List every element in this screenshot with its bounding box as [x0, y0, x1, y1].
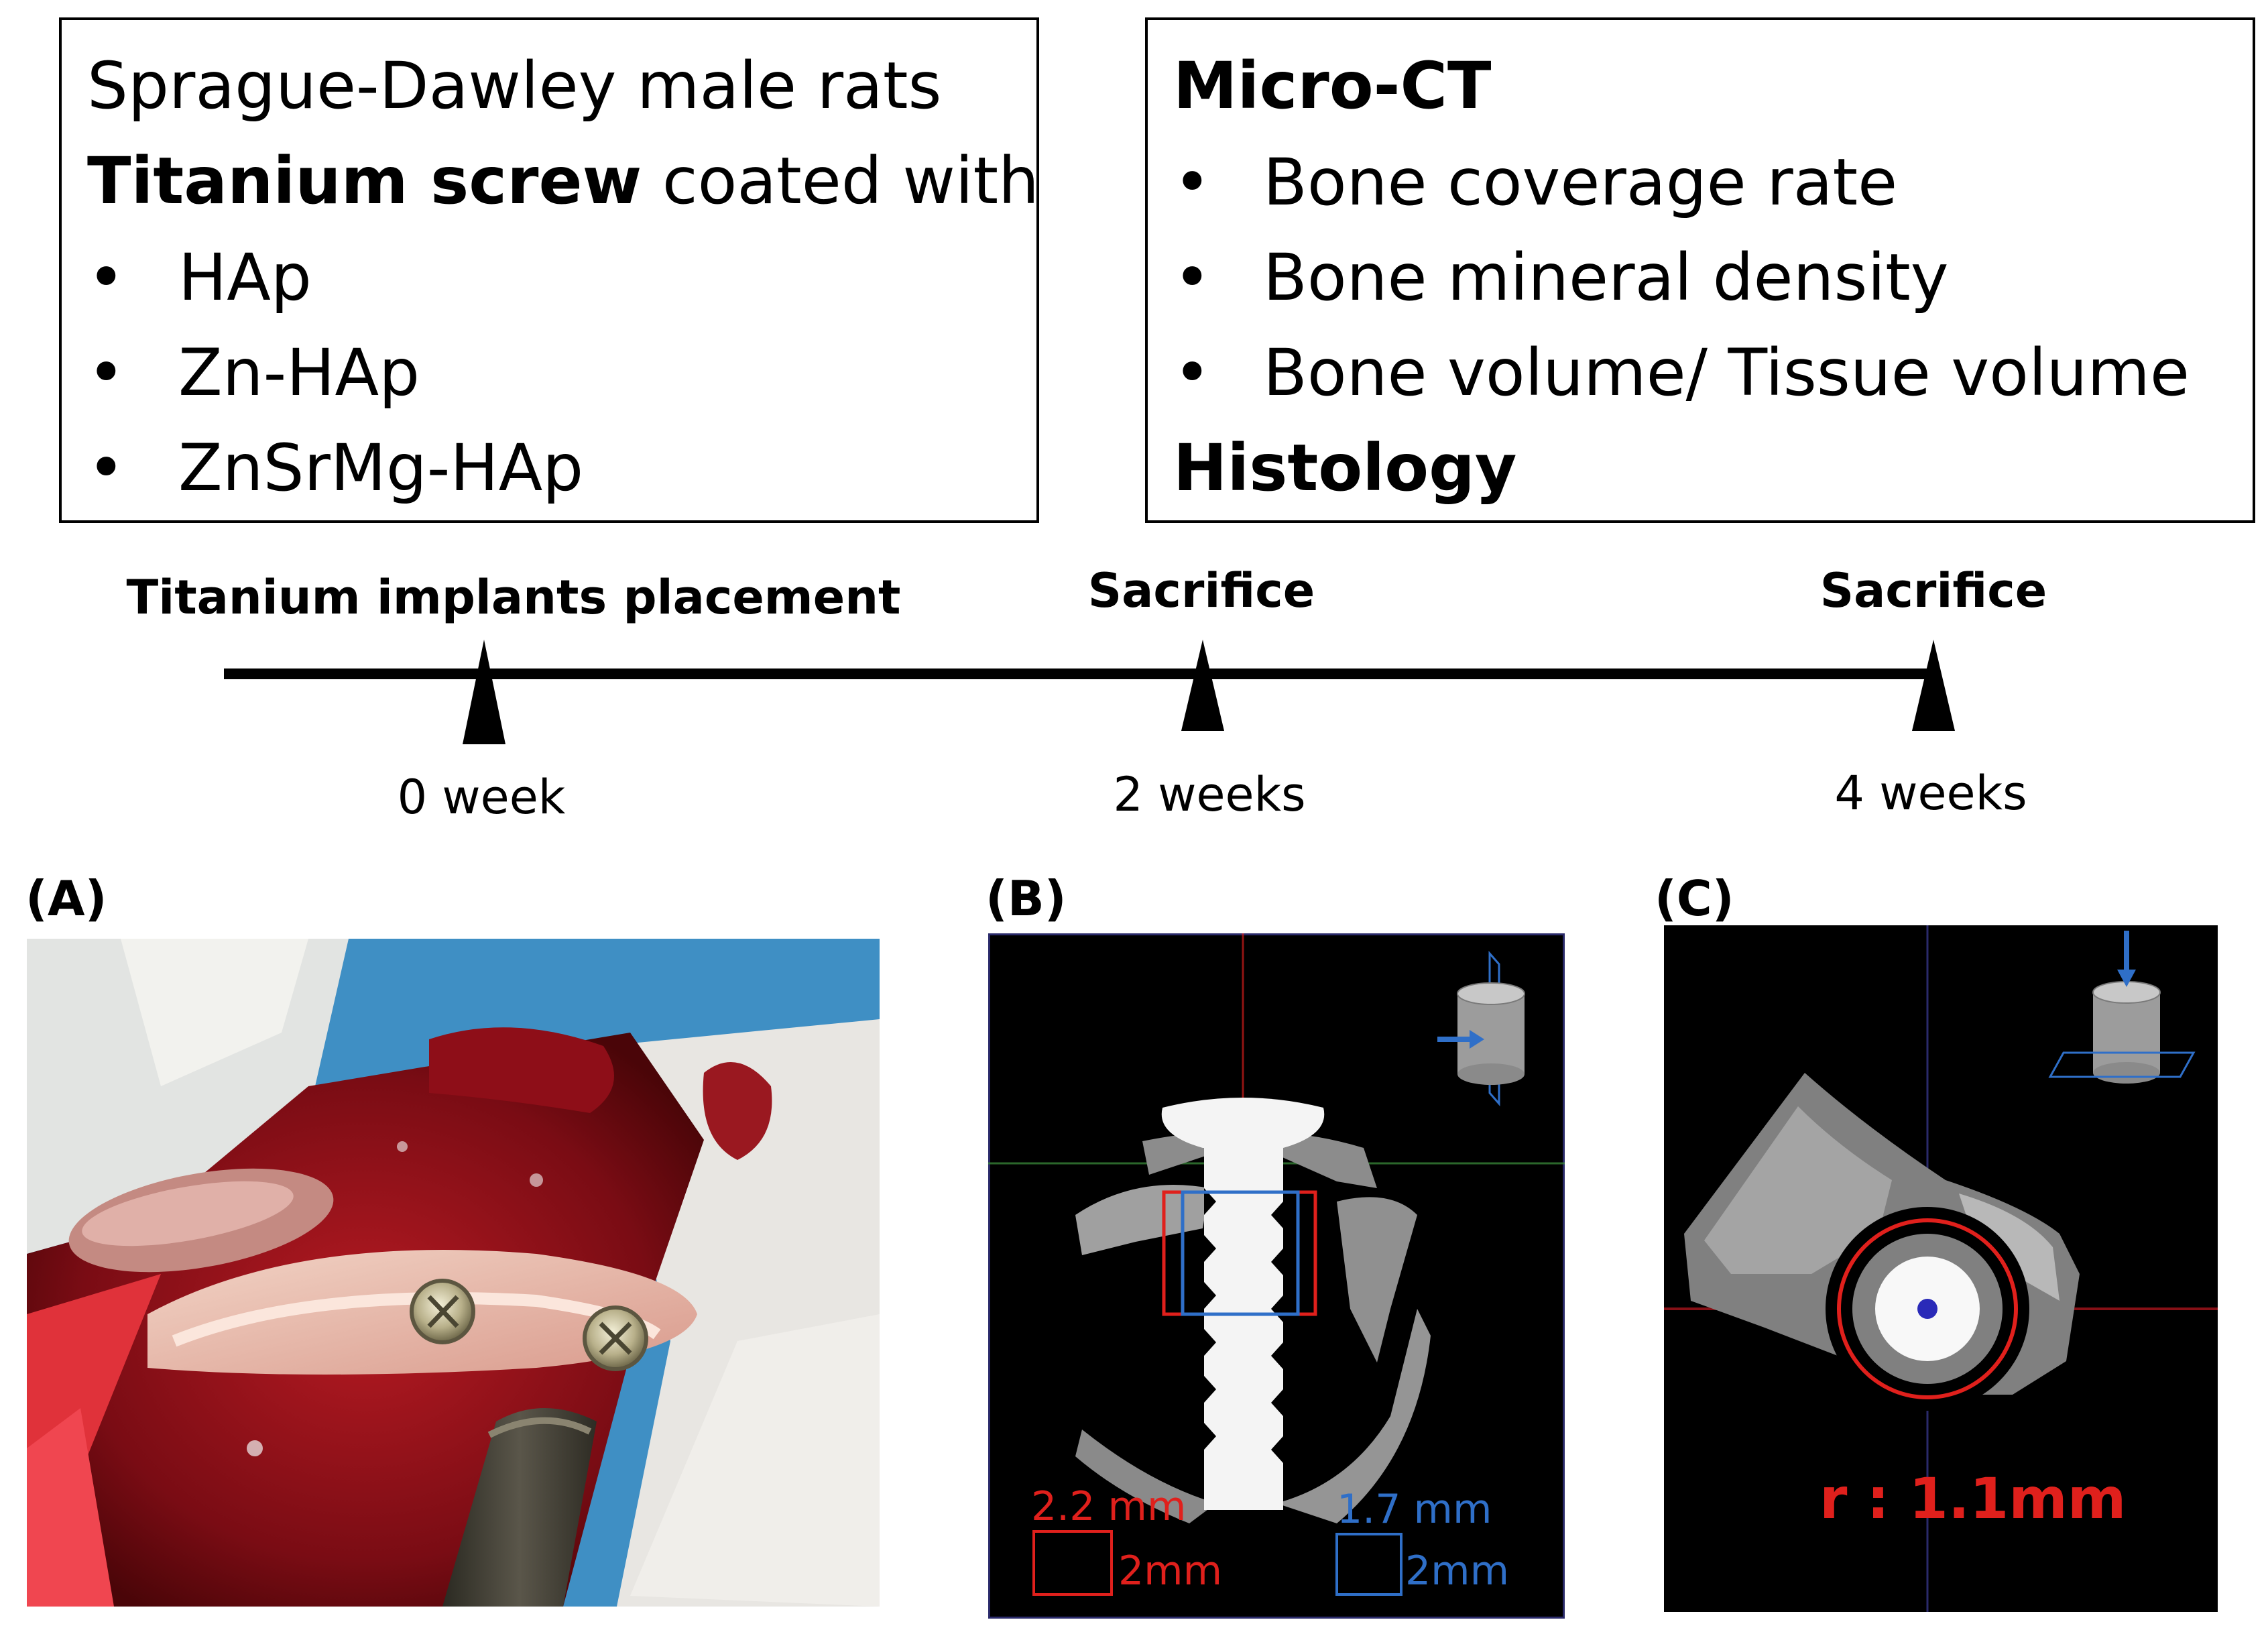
panel-label-a: (A) — [25, 870, 107, 927]
micro-ct-heading: Micro-CT — [1173, 48, 1492, 123]
ct-sagittal-image — [988, 933, 1565, 1619]
panel-label-c: (C) — [1655, 870, 1734, 927]
bullet-icon: • — [87, 430, 125, 506]
radius-label: r : 1.1mm — [1819, 1466, 2127, 1531]
panel-b-micro-ct-sagittal: 2.2 mm 2mm 1.7 mm 2mm — [988, 933, 1565, 1619]
analysis-box: Micro-CT • Bone coverage rate • Bone min… — [1145, 17, 2255, 523]
implant-line: Titanium screw coated with — [87, 149, 1039, 213]
timeline-week-4: 4 weeks — [1834, 766, 2027, 821]
red-scale-label: 2mm — [1118, 1548, 1223, 1594]
ct-axial-image — [1664, 925, 2218, 1612]
bullet-icon: • — [1173, 240, 1211, 315]
blue-scale-label: 2mm — [1405, 1548, 1510, 1594]
subject-line: Sprague-Dawley male rats — [87, 48, 942, 123]
timeline-axis — [224, 640, 1955, 744]
analysis-item-density: Bone mineral density — [1263, 240, 1949, 315]
timeline-label-sacrifice-4w: Sacrifice — [1819, 563, 2047, 618]
center-dot — [1917, 1299, 1937, 1319]
surgical-site-image — [27, 939, 880, 1607]
study-design-box: Sprague-Dawley male rats Titanium screw … — [59, 17, 1039, 523]
cylinder-sagittal-icon — [1437, 951, 1525, 1106]
timeline-week-0: 0 week — [397, 770, 566, 825]
analysis-item-bv-tv: Bone volume/ Tissue volume — [1263, 335, 2190, 410]
scale-box-red — [1032, 1530, 1113, 1596]
panel-a-surgical-photo — [27, 939, 880, 1607]
timeline-week-2: 2 weeks — [1113, 767, 1306, 822]
implant-rest-text: coated with — [642, 143, 1039, 219]
implant-bold-text: Titanium screw — [87, 143, 642, 219]
coating-item-hap: HAp — [178, 240, 312, 315]
bullet-icon: • — [87, 335, 125, 410]
panel-label-b: (B) — [986, 870, 1067, 927]
timeline-marker-4 — [1912, 640, 1955, 731]
timeline-marker-0 — [463, 640, 505, 744]
scale-box-blue — [1335, 1533, 1402, 1596]
histology-heading: Histology — [1173, 430, 1517, 506]
timeline-label-sacrifice-2w: Sacrifice — [1087, 563, 1315, 618]
red-roi-dimension: 2.2 mm — [1031, 1483, 1187, 1530]
panel-c-micro-ct-axial: r : 1.1mm — [1664, 925, 2218, 1612]
screw-threads — [1204, 1188, 1283, 1463]
blue-roi-dimension: 1.7 mm — [1337, 1486, 1492, 1533]
analysis-item-coverage: Bone coverage rate — [1263, 145, 1898, 220]
timeline-marker-2 — [1181, 640, 1224, 731]
roi-circle — [1837, 1218, 2018, 1399]
roi-blue-rect — [1181, 1190, 1300, 1316]
cylinder-axial-icon — [2048, 931, 2196, 1084]
timeline-line — [224, 668, 1928, 679]
bullet-icon: • — [87, 240, 125, 315]
bullet-icon: • — [1173, 145, 1211, 220]
coating-item-znsrmg-hap: ZnSrMg-HAp — [178, 430, 584, 506]
bullet-icon: • — [1173, 335, 1211, 410]
coating-item-zn-hap: Zn-HAp — [178, 335, 420, 410]
timeline-label-placement: Titanium implants placement — [126, 570, 901, 625]
